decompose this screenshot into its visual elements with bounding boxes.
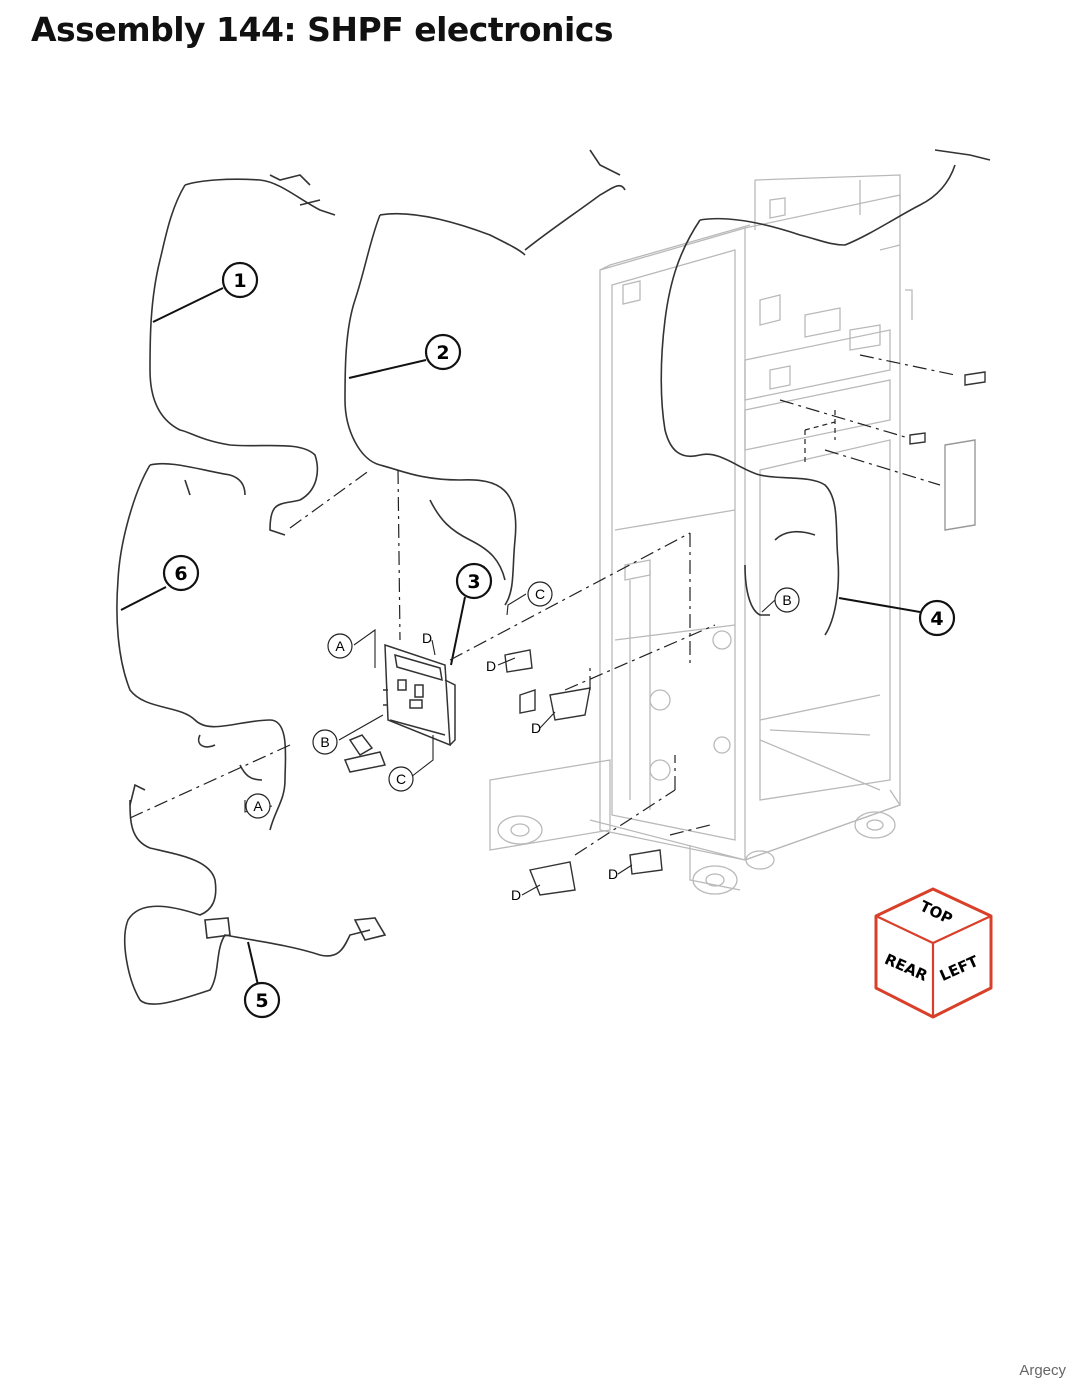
page-title: Assembly 144: SHPF electronics <box>31 10 614 49</box>
harness-1 <box>149 184 319 536</box>
callout-4: 4 <box>918 599 956 637</box>
callout-1: 1 <box>221 261 259 299</box>
svg-text:C: C <box>396 771 406 787</box>
harness-4 <box>660 219 840 636</box>
svg-text:3: 3 <box>467 571 480 593</box>
svg-text:B: B <box>782 592 791 608</box>
callout-2: 2 <box>424 333 462 371</box>
ref-c-top: C <box>527 581 553 607</box>
ref-d-3: D <box>511 887 521 903</box>
svg-text:4: 4 <box>930 608 943 630</box>
ref-d-1: D <box>486 658 496 674</box>
printer-frame <box>489 174 913 891</box>
callout-5: 5 <box>243 981 281 1019</box>
caster-wheels <box>497 630 896 895</box>
svg-text:5: 5 <box>255 990 268 1012</box>
brackets <box>504 371 986 896</box>
watermark: Argecy <box>1019 1362 1066 1379</box>
harness-2 <box>344 214 517 606</box>
svg-text:C: C <box>535 586 545 602</box>
harness-5 <box>123 799 371 1005</box>
ref-d-board: D <box>422 630 432 646</box>
svg-text:1: 1 <box>233 270 246 292</box>
svg-text:A: A <box>335 638 345 654</box>
svg-text:B: B <box>320 734 329 750</box>
controller-board <box>343 643 456 773</box>
ref-b-right: B <box>774 587 800 613</box>
reference-lines <box>129 354 956 856</box>
orientation-cube: TOP REAR LEFT <box>874 887 993 1019</box>
ref-a-bottom: A <box>245 793 271 819</box>
svg-text:2: 2 <box>436 342 449 364</box>
cable-harnesses <box>116 149 991 1005</box>
ref-c-bottom: C <box>388 766 414 792</box>
callout-6: 6 <box>162 554 200 592</box>
svg-text:6: 6 <box>174 563 187 585</box>
leader-lines <box>120 287 921 986</box>
ref-d-2: D <box>531 720 541 736</box>
ref-b-board: B <box>312 729 338 755</box>
ref-d-4: D <box>608 866 618 882</box>
svg-text:A: A <box>253 798 263 814</box>
ref-a-top: A <box>327 633 353 659</box>
callout-3: 3 <box>455 562 493 600</box>
harness-6 <box>116 464 287 831</box>
